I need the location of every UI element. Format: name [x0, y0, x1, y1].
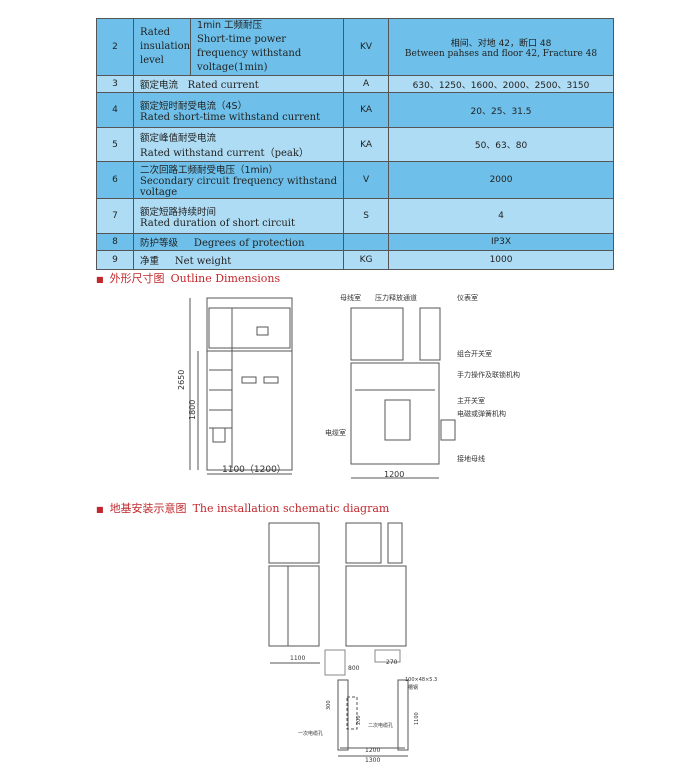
value: 20、25、31.5 [388, 92, 614, 128]
row-number: 6 [96, 161, 134, 199]
heading-zh: 地基安装示意图 [109, 502, 187, 515]
value: 2000 [388, 161, 614, 199]
bullet-icon: ■ [96, 275, 104, 284]
row-number: 2 [96, 18, 134, 76]
dim: 1200 [365, 747, 380, 754]
param-zh: 额定峰值耐受电流 [140, 133, 217, 144]
label-mechanism: 电磁或弹簧机构 [457, 409, 506, 418]
dim: 100×48×5.3 [405, 677, 437, 683]
unit: A [343, 75, 390, 93]
label-instrument-room: 仪表室 [457, 293, 478, 302]
spec-table: 2 Rated insulation level 1min 工频耐压 Short-… [96, 18, 614, 270]
unit [343, 233, 390, 251]
param-label: Rated insulation level [132, 18, 192, 76]
param-zh: 额定短路持续时间 [140, 206, 217, 218]
label-busbar-room: 母线室 [340, 293, 361, 302]
unit: V [343, 161, 390, 199]
label-earth-bus: 接地母线 [457, 454, 485, 463]
dim-width: 1200 [384, 470, 404, 479]
heading-zh: 外形尺寸图 [109, 272, 165, 285]
table-row: 2 Rated insulation level 1min 工频耐压 Short-… [96, 18, 614, 76]
installation-drawing: 1100 800 270 100×48×5.3 槽钢 300 200 1100 … [268, 522, 437, 764]
label-manual-interlock: 手力操作及联锁机构 [457, 370, 520, 379]
side-view-drawing: 母线室 压力释放通道 仪表室 组合开关室 手力操作及联锁机构 主开关室 电磁或弹… [325, 293, 520, 479]
param-zh: 1min 工频耐压 [197, 20, 263, 31]
value-en: Between pahses and floor 42, Fracture 48 [404, 48, 598, 59]
param-zh: 额定电流 [140, 80, 179, 91]
label-cable-room: 电缆室 [325, 428, 346, 437]
row-number: 3 [96, 75, 134, 93]
param-en: Rated duration of short circuit [140, 217, 295, 229]
front-view-drawing: 2650 1800 1100（1200） [177, 297, 293, 475]
param-zh: 二次回路工频耐受电压（1min） [140, 165, 278, 176]
param-en: Short-time power frequency withstand vol… [197, 34, 302, 73]
table-row: 3 额定电流 Rated current A 630、1250、1600、200… [96, 75, 614, 93]
dim-lower: 1800 [188, 400, 197, 420]
label-channel-steel: 槽钢 [408, 684, 418, 691]
value-zh: 相间、对地 42，断口 48 [450, 38, 552, 49]
param-zh: 净重 [140, 256, 160, 267]
dim: 200 [356, 715, 362, 725]
dim: 800 [348, 665, 360, 672]
param-en: Rated current [187, 80, 259, 91]
row-number: 9 [96, 250, 134, 270]
bullet-icon: ■ [96, 505, 104, 514]
dim-height: 2650 [177, 370, 186, 390]
param-en: Degrees of protection [193, 238, 305, 249]
label-primary-cable-hole: 一次电缆孔 [298, 730, 323, 737]
table-row: 4 额定短时耐受电流（4S）Rated short-time withstand… [96, 92, 614, 128]
label-combined-switch: 组合开关室 [457, 349, 492, 358]
dim: 1100 [414, 712, 420, 725]
unit: KV [343, 18, 390, 76]
row-number: 7 [96, 198, 134, 234]
label-secondary-cable-hole: 二次电缆孔 [368, 722, 393, 729]
value: 630、1250、1600、2000、2500、3150 [388, 75, 614, 93]
dim: 1300 [365, 757, 380, 764]
dim: 1100 [290, 655, 305, 662]
unit: KA [343, 127, 390, 162]
section-heading-outline: ■ 外形尺寸图 Outline Dimensions [96, 270, 280, 286]
value: 4 [388, 198, 614, 234]
dim: 300 [326, 700, 332, 710]
param-en: Secondary circuit frequency withstand vo… [140, 176, 338, 198]
param-zh: 额定短时耐受电流（4S） [140, 100, 248, 112]
param-en: Net weight [174, 256, 232, 267]
dim: 270 [386, 659, 398, 666]
label-pressure-relief: 压力释放通道 [375, 293, 417, 302]
value: 1000 [388, 250, 614, 270]
unit: KA [343, 92, 390, 128]
label-main-switch: 主开关室 [457, 396, 485, 405]
table-row: 6 二次回路工频耐受电压（1min）Secondary circuit freq… [96, 161, 614, 199]
heading-en: Outline Dimensions [170, 272, 281, 285]
unit: S [343, 198, 390, 234]
value: 50、63、80 [388, 127, 614, 162]
table-row: 8 防护等级 Degrees of protection IP3X [96, 233, 614, 251]
dim-width: 1100（1200） [222, 464, 286, 475]
param-en: Rated short-time withstand current [140, 111, 321, 123]
unit: KG [343, 250, 390, 270]
param-en: Rated withstand current（peak） [140, 148, 309, 159]
table-row: 9 净重 Net weight KG 1000 [96, 250, 614, 270]
heading-en: The installation schematic diagram [192, 502, 390, 515]
param-zh: 防护等级 [140, 238, 179, 249]
row-number: 5 [96, 127, 134, 162]
section-heading-install: ■ 地基安装示意图 The installation schematic diagr… [96, 500, 389, 516]
